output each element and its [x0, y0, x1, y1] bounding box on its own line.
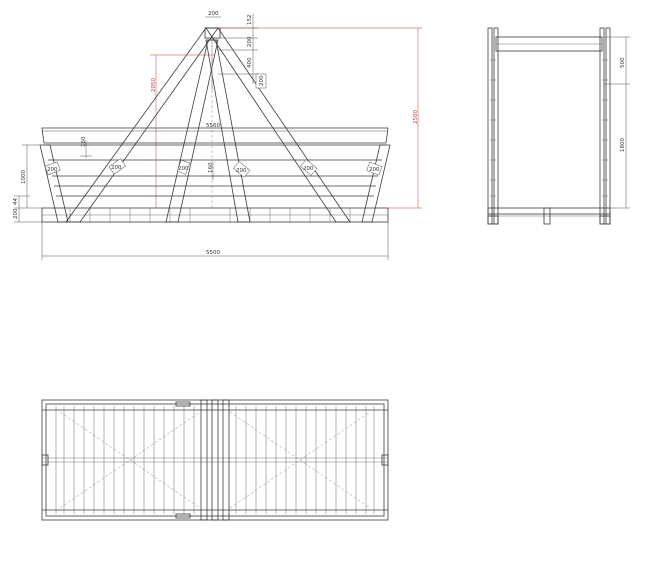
- dim-rail-spacing-left: 160: [81, 136, 87, 147]
- post-tag-1: 200: [47, 167, 58, 173]
- dim-base-length: 5500: [206, 250, 220, 256]
- dim-apex-height: 2050: [151, 78, 157, 92]
- post-tag-5: 200: [303, 166, 314, 172]
- base-joists: [69, 208, 351, 222]
- dim-base-44: 44: [13, 198, 19, 205]
- front-elevation-view: 200 152 200 400 200 2050 2500: [13, 11, 422, 260]
- dim-side-lower: 1800: [620, 138, 626, 152]
- dim-top-segment-3: 400: [247, 57, 253, 68]
- dim-rail-length: 5560: [206, 123, 220, 129]
- dim-side-upper: 500: [620, 57, 626, 68]
- horizontal-rails: [41, 127, 389, 197]
- post-section-tags: 200 200 200 200 200 200: [44, 158, 383, 178]
- dim-top-width: 200: [208, 11, 219, 17]
- base-length-dimension: 5500: [41, 222, 389, 260]
- dim-total-height: 2500: [413, 110, 419, 124]
- dim-base-200: 200: [13, 208, 19, 219]
- dim-small-200: 200: [259, 75, 265, 86]
- dim-top-segment-2: 200: [247, 36, 253, 47]
- total-height-dimension: 2500: [218, 27, 422, 209]
- side-elevation-view: 500 1800: [487, 27, 630, 225]
- dim-top-segment-1: 152: [247, 15, 253, 26]
- base-height-dimensions: 200 44: [13, 195, 42, 223]
- dim-side-height: 1000: [21, 170, 27, 184]
- apex-height-dimension: 2050: [150, 54, 214, 208]
- post-tag-3: 200: [178, 166, 189, 172]
- dim-rail-spacing-mid: 160: [208, 162, 214, 173]
- rail-length-dimension: 5560: [42, 123, 388, 132]
- top-dimensions: 200 152 200 400 200: [205, 11, 267, 89]
- post-tag-2: 200: [111, 165, 122, 171]
- a-frame-rafters: [65, 27, 351, 223]
- plan-view: [41, 399, 389, 521]
- outer-posts: [39, 144, 391, 223]
- side-height-dimension: 1000: [21, 144, 42, 208]
- post-tag-6: 200: [369, 167, 380, 173]
- rail-spacing-dimensions: 160 160: [80, 136, 220, 180]
- post-tag-4: 200: [236, 168, 247, 174]
